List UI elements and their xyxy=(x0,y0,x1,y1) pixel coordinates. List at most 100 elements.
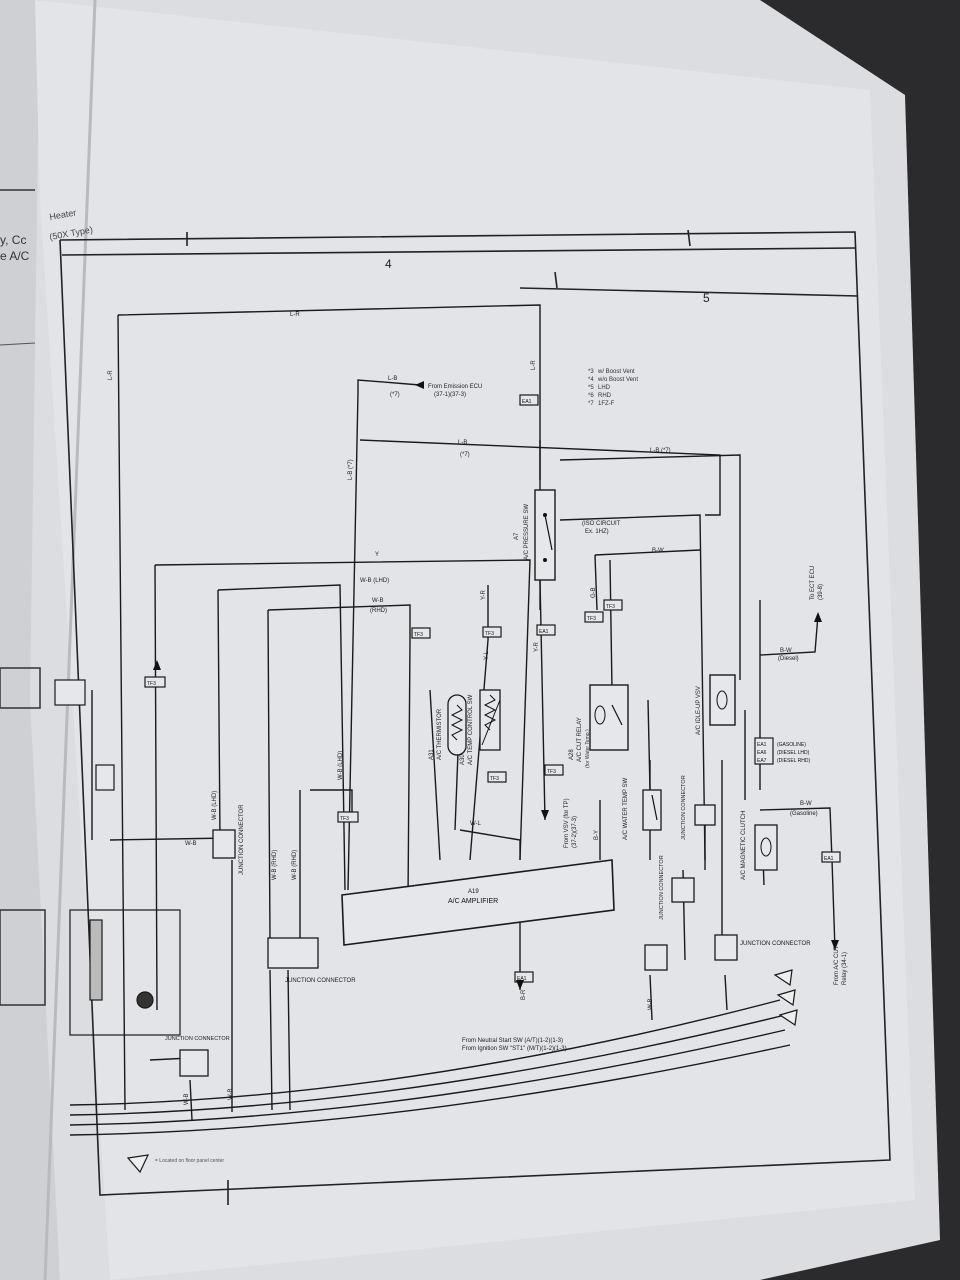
note-from-ac-cut-2: Relay (34-1) xyxy=(842,952,848,985)
label-tf3-c: TF3 xyxy=(587,616,596,622)
thermistor-body xyxy=(447,694,467,756)
legend-item-4-text: RHD xyxy=(598,393,612,399)
arrow-emission-ecu-icon xyxy=(415,381,424,389)
ac-amplifier-name: A/C AMPLIFIER xyxy=(448,898,498,905)
arrow-neutral-start-icon xyxy=(516,980,524,990)
wire-label-gb: G-B xyxy=(591,587,597,598)
ac-idle-up-vsv: A/C IDLE-UP VSV xyxy=(696,674,736,735)
left-panel-heater xyxy=(89,919,103,1001)
left-page-text-1: y, Cc xyxy=(0,233,26,247)
ac-cut-relay-name: A/C CUT RELAY xyxy=(577,717,583,762)
connector-tf3-e xyxy=(337,811,359,823)
connector-tf3-b xyxy=(482,626,502,638)
junction-connector-label-4: JUNCTION CONNECTOR xyxy=(681,775,687,840)
wire-label-lb7: L-B (*7) xyxy=(348,459,354,480)
arrow-vsv-icon xyxy=(541,810,549,820)
magnetic-clutch-box xyxy=(754,824,778,871)
ground-triangle-3 xyxy=(778,1009,798,1027)
switch-blade xyxy=(544,514,553,551)
connector-ea1-mid xyxy=(536,624,556,636)
ground-triangle-1 xyxy=(773,969,793,987)
ac-magnetic-clutch: A/C MAGNETIC CLUTCH xyxy=(741,811,778,880)
junction-connectors xyxy=(179,804,738,1077)
left-page-text-2: e A/C xyxy=(0,249,30,263)
wire-label-yr-temp: Y-R xyxy=(481,590,487,600)
ac-amplifier-box xyxy=(341,859,615,946)
connector-tf3-g xyxy=(544,764,564,776)
wire-label-by: B-Y xyxy=(594,830,600,840)
junction-connector-3 xyxy=(179,1049,209,1077)
connector-ea1-bottom xyxy=(514,971,534,983)
connector-tf3-f xyxy=(487,771,507,783)
wire-label-lb-mid: L-B xyxy=(458,440,467,446)
wire-label-lb7-right: L-B (*7) xyxy=(650,448,671,454)
ac-pressure-switch-box xyxy=(534,489,556,581)
wire-label-bw-right: B-W xyxy=(780,648,792,654)
legend-item-3-text: LHD xyxy=(598,385,611,391)
wire-label-bw-clutch: B-W xyxy=(800,801,812,807)
temp-control-arrow-icon xyxy=(481,699,501,746)
legend-item-2-text: w/o Boost Vent xyxy=(597,377,638,383)
junction-connector-1 xyxy=(212,829,236,859)
label-tf3-b: TF3 xyxy=(485,631,494,637)
thermistor-resistor-icon xyxy=(450,704,464,741)
left-panel-box xyxy=(69,909,181,1036)
ac-pressure-switch-code: A7 xyxy=(514,532,520,540)
water-temp-switch-blade-icon xyxy=(651,794,658,821)
junction-connector-label-7: JUNCTION CONNECTOR xyxy=(740,941,811,947)
note-diesel-rhd: (DIESEL RHD) xyxy=(777,758,810,764)
left-page-box-2 xyxy=(0,909,46,1006)
note-from-neutral-start: From Neutral Start SW (A/T)(1-2)(1-3) xyxy=(462,1038,563,1044)
switch-contact-bottom xyxy=(543,558,547,562)
left-page-rule-2 xyxy=(0,342,36,346)
ground-note: = Located on floor panel center xyxy=(155,1158,224,1164)
junction-connector-2 xyxy=(267,937,319,969)
ac-cut-relay-sub: (for Water Temp.) xyxy=(585,729,591,768)
left-component-box xyxy=(95,764,115,791)
wire-label-y: Y xyxy=(375,552,379,558)
legend-item-1: *3 xyxy=(588,369,594,375)
junction-connector-label-2: JUNCTION CONNECTOR xyxy=(285,978,356,984)
label-tf3-h: TF3 xyxy=(147,681,156,687)
ac-temp-control-name: A/C TEMP CONTROL SW xyxy=(468,694,474,765)
connector-tf3-c xyxy=(584,611,604,623)
wire-label-wb-lhd: W-B (LHD) xyxy=(360,578,389,584)
note-from-ignition: From Ignition SW "ST1" (M/T)(1-2)(1-3) xyxy=(462,1046,567,1052)
connector-boxes xyxy=(54,394,841,1036)
ac-idle-up-vsv-name: A/C IDLE-UP VSV xyxy=(696,686,702,735)
ground-triangle-2 xyxy=(776,989,796,1007)
note-to-ect-ecu: To ECT ECU xyxy=(810,566,816,600)
ground-bus xyxy=(69,999,791,1136)
label-tf3-d: TF3 xyxy=(606,604,615,610)
junction-connector-4 xyxy=(694,804,716,826)
notes: From Emission ECU (37-1)(37-3) From VSV … xyxy=(428,384,848,1052)
note-gasoline-small: (Gasoline) xyxy=(790,811,818,817)
wire-label-star7-top: (*7) xyxy=(390,392,400,398)
connector-tf3-a xyxy=(411,627,431,639)
wire-label-wb-bottom: W-B xyxy=(648,998,654,1010)
junction-connector-5 xyxy=(671,877,695,903)
label-tf3-f: TF3 xyxy=(490,776,499,782)
page-gutter xyxy=(43,0,97,1280)
wire-label-lr-right: L-R xyxy=(531,360,537,370)
note-from-vsv-ref: (37-2)(37-3) xyxy=(572,816,578,848)
wire-label-wb-lhd-2: W-B (LHD) xyxy=(212,791,218,820)
label-ea1-bottom: EA1 xyxy=(517,976,527,982)
label-ea1-top: EA1 xyxy=(522,399,532,405)
connector-ea1-top xyxy=(519,394,539,406)
wire-label-wb-rhd: W-B (RHD) xyxy=(272,850,278,880)
diagram-frame xyxy=(59,229,891,1205)
left-panel-lamp xyxy=(136,991,154,1009)
ac-thermistor-name: A/C THERMISTOR xyxy=(437,708,443,760)
note-from-vsv: From VSV (for TP) xyxy=(564,798,570,848)
note-to-ect-ecu-ref: (39-8) xyxy=(818,584,824,600)
wire-label-lr-top: L-R xyxy=(290,312,300,318)
wire-label-wb: W-B xyxy=(372,598,384,604)
label-tf3-e: TF3 xyxy=(340,816,349,822)
wire-label-yl: Y-L xyxy=(484,651,490,660)
wire-label-lb-top: L-B xyxy=(388,376,397,382)
section-number-5: 5 xyxy=(703,291,710,305)
connector-tf3-d xyxy=(603,599,623,611)
legend-item-5: *7 xyxy=(588,401,594,407)
